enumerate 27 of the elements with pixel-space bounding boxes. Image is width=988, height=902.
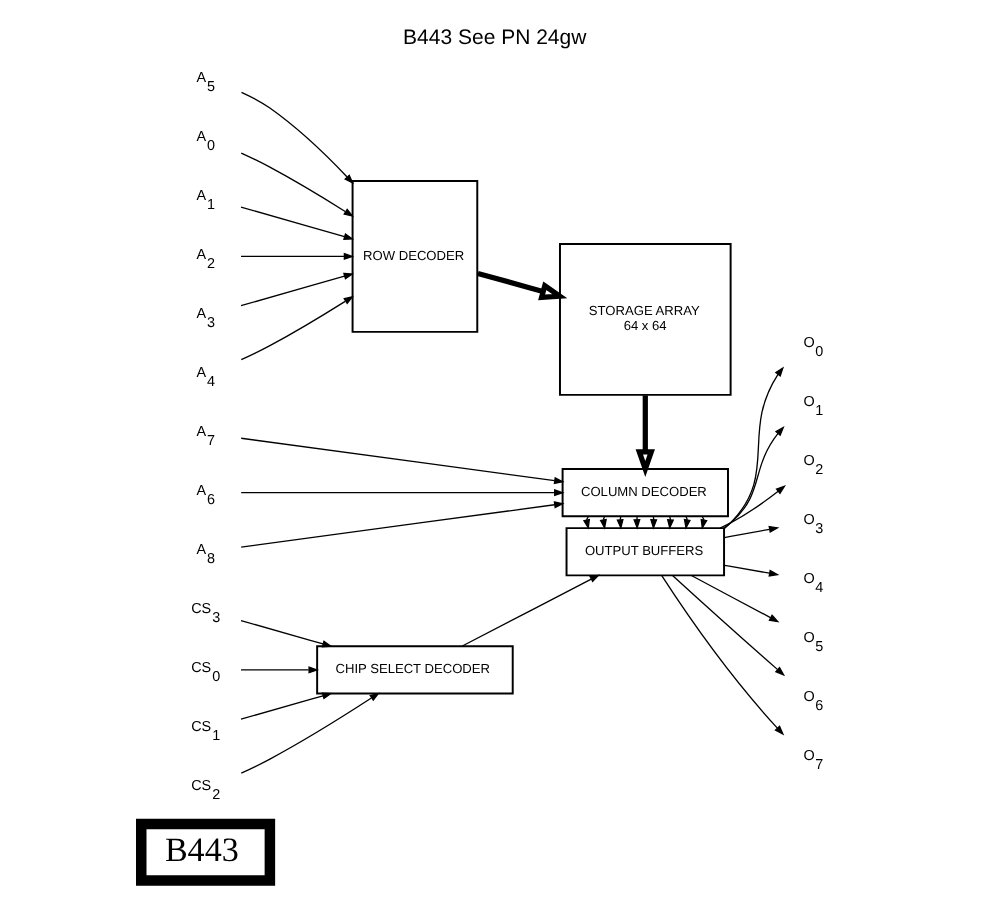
arrow: [239, 295, 354, 361]
arrow: [722, 525, 779, 539]
arrow: [689, 574, 779, 623]
arrow: [239, 206, 354, 241]
arrow: [239, 91, 353, 185]
arrow: [239, 272, 354, 307]
arrow: [476, 270, 567, 301]
arrow: [718, 485, 785, 529]
arrow: [634, 395, 654, 477]
node-box: B443: [135, 818, 275, 886]
arrow: [239, 666, 318, 674]
arrow: [632, 516, 640, 530]
arrow: [722, 366, 784, 530]
diagram-title: B443 See PN 24gw: [402, 25, 586, 50]
arrow: [722, 425, 784, 529]
arrow: [239, 489, 564, 497]
arrow: [239, 152, 354, 218]
arrow: [239, 252, 354, 261]
arrow: [239, 437, 564, 485]
arrow: [722, 564, 779, 577]
arrow: [239, 692, 379, 774]
arrow: [460, 574, 600, 647]
arrow: [659, 574, 784, 736]
arrow: [239, 692, 332, 720]
arrow: [239, 619, 332, 648]
arrow: [670, 574, 785, 677]
arrow: [239, 501, 564, 548]
